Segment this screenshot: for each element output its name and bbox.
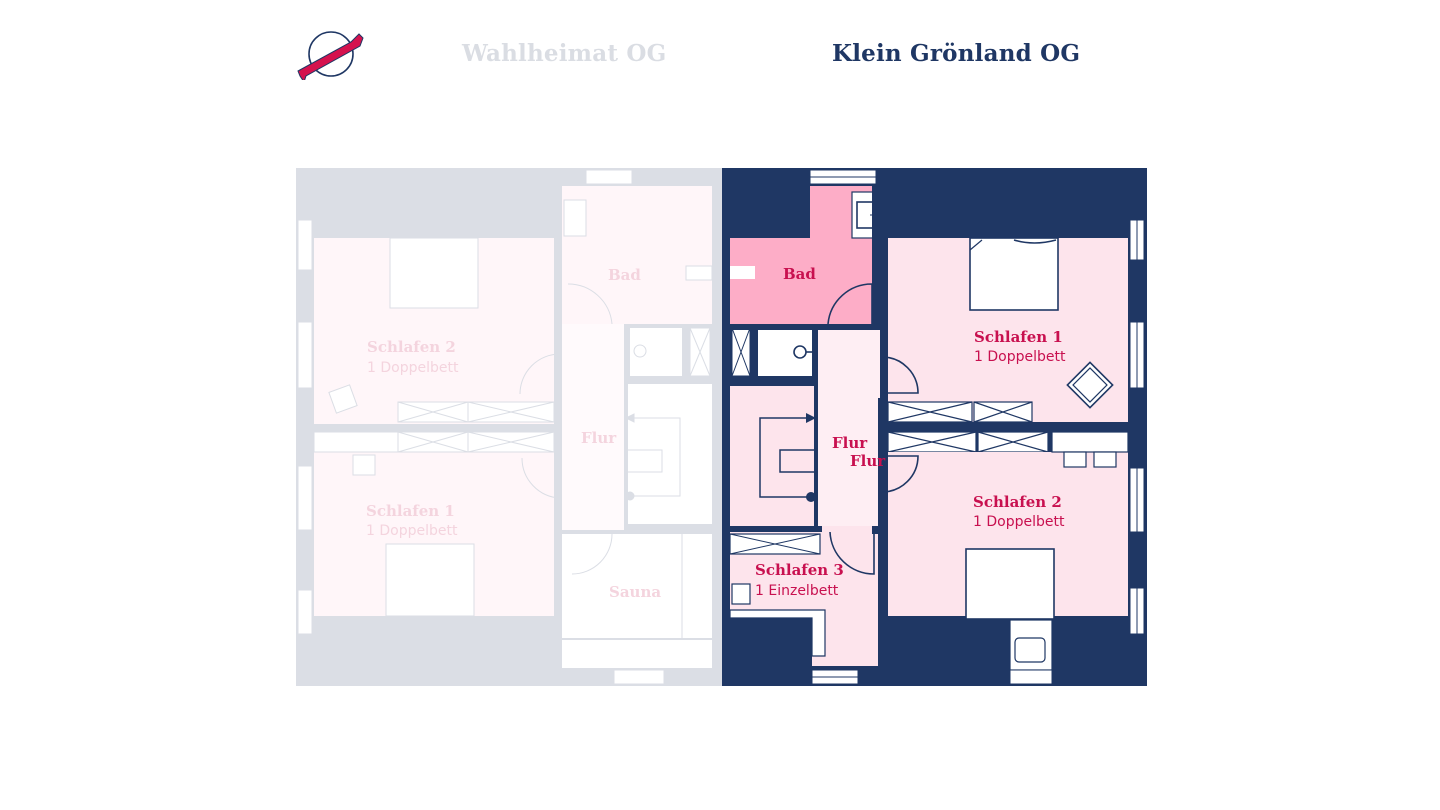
room-labels: Bad Schlafen 1 1 Doppelbett Flur Flur Sc… <box>755 265 1066 599</box>
room-flur-area <box>818 330 880 526</box>
door-swing <box>519 353 561 395</box>
nightstand <box>1063 451 1087 468</box>
room-beds-schlafen-1: 1 Doppelbett <box>366 523 458 539</box>
stairs-start-icon <box>806 492 816 502</box>
nightstand <box>1093 451 1117 468</box>
wardrobes <box>313 401 555 453</box>
wall-block <box>730 618 812 686</box>
balcony-step <box>1009 669 1053 685</box>
stairs-arrow-icon <box>806 413 816 423</box>
staircase <box>628 417 681 497</box>
room-bad-area <box>730 186 878 324</box>
door-swing <box>571 533 613 575</box>
sink <box>563 199 587 237</box>
room-label-flur-2[interactable]: Flur <box>850 452 886 470</box>
nightstand <box>731 583 751 605</box>
room-sauna-bench <box>562 640 712 668</box>
interior-walls <box>722 186 1138 666</box>
room-beds-schlafen-1: 1 Doppelbett <box>974 349 1066 365</box>
door-swing[interactable] <box>881 455 919 493</box>
bed <box>969 237 1059 311</box>
room-flur-area <box>562 324 624 530</box>
room-label-schlafen-2[interactable]: Schlafen 2 <box>973 493 1062 511</box>
room-label-schlafen-3[interactable]: Schlafen 3 <box>755 561 844 579</box>
bed <box>385 543 475 617</box>
room-label-bad[interactable]: Bad <box>783 265 816 283</box>
plan-klein-groenland[interactable]: Bad Schlafen 1 1 Doppelbett Flur Flur Sc… <box>722 168 1147 686</box>
room-label-schlafen-1: Schlafen 1 <box>366 502 455 520</box>
room-bad-area <box>562 186 712 324</box>
nightstand <box>352 454 376 476</box>
wardrobe-top <box>1051 431 1129 453</box>
towel-rack <box>685 265 713 281</box>
room-label-schlafen-2: Schlafen 2 <box>367 338 456 356</box>
room-label-bad: Bad <box>608 266 641 284</box>
logo-globe-icon <box>308 31 354 77</box>
room-shower-area <box>630 328 682 376</box>
floor-tab-klein-groenland[interactable]: Klein Grönland OG <box>832 40 1081 67</box>
room-label-flur[interactable]: Flur <box>832 434 868 452</box>
room-schlafen-3-corridor <box>818 526 880 666</box>
door-swing <box>521 457 561 499</box>
armchair <box>1066 361 1114 409</box>
logo-ribbon-icon <box>297 33 364 80</box>
door-swing[interactable] <box>827 283 873 325</box>
floor-tab-wahlheimat[interactable]: Wahlheimat OG <box>462 40 667 67</box>
logo[interactable] <box>296 30 366 80</box>
door-swing[interactable] <box>829 531 875 575</box>
plan-wahlheimat[interactable]: Bad Schlafen 2 1 Doppelbett Flur Schlafe… <box>296 168 722 686</box>
room-beds-schlafen-3: 1 Einzelbett <box>755 583 839 599</box>
bed <box>389 237 479 309</box>
room-sauna-area <box>562 534 712 638</box>
room-labels: Bad Schlafen 2 1 Doppelbett Flur Schlafe… <box>366 266 661 601</box>
toilet <box>633 344 647 358</box>
door-swing[interactable] <box>881 356 919 394</box>
room-beds-schlafen-2: 1 Doppelbett <box>367 360 459 376</box>
stairs-arrow-icon <box>624 413 635 423</box>
chair <box>328 384 358 414</box>
room-beds-schlafen-2: 1 Doppelbett <box>973 514 1065 530</box>
room-label-sauna: Sauna <box>609 583 661 601</box>
bed <box>965 548 1055 620</box>
room-label-flur: Flur <box>581 429 617 447</box>
room-stairs-area <box>730 386 814 526</box>
chair-seat <box>1014 637 1046 663</box>
room-label-schlafen-1[interactable]: Schlafen 1 <box>974 328 1063 346</box>
room-stairs-area <box>628 384 712 524</box>
door-swing <box>567 283 613 325</box>
staircase <box>759 417 814 498</box>
windows <box>297 169 665 685</box>
towel-rack <box>730 266 755 279</box>
toilet <box>793 345 807 359</box>
stairs-start-icon <box>625 491 635 501</box>
